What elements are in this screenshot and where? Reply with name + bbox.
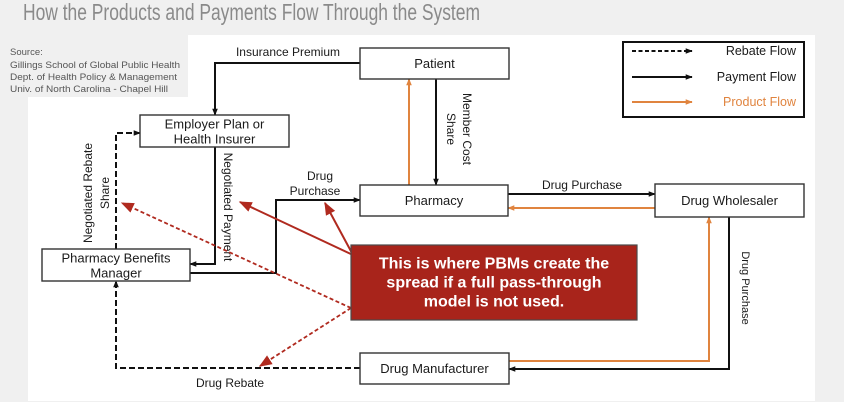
wholesaler-box — [654, 183, 805, 218]
patient-box — [359, 47, 510, 80]
label-wholesaler-drug-purchase: Drug Purchase — [739, 251, 751, 324]
node-employer-plan: Employer Plan or Health Insurer — [139, 114, 290, 148]
label-pbm-drug: Drug — [307, 169, 333, 183]
label-pharmacy-drug-purchase: Drug Purchase — [542, 178, 622, 192]
wholesaler-label: Drug Wholesaler — [681, 193, 778, 208]
legend-payment-label: Payment Flow — [717, 70, 797, 84]
callout-arrow-rebate-share — [120, 202, 352, 309]
pharmacy-label: Pharmacy — [405, 193, 464, 208]
label-insurance-premium: Insurance Premium — [236, 45, 340, 59]
pbm-box — [41, 248, 191, 282]
pbm-label-line: Manager — [90, 266, 142, 281]
node-drug-manufacturer: Drug Manufacturer — [359, 352, 510, 385]
source-line: Gillings School of Global Public Health — [10, 60, 180, 71]
node-pharmacy: Pharmacy — [359, 184, 509, 217]
pbm-label-line: Pharmacy Benefits — [61, 251, 171, 266]
source-citation: Source: Gillings School of Global Public… — [10, 47, 180, 95]
manufacturer-label: Drug Manufacturer — [380, 361, 489, 376]
patient-label: Patient — [414, 56, 455, 71]
label-negotiated-payment: Negotiated Payment — [221, 153, 235, 262]
node-drug-wholesaler: Drug Wholesaler — [654, 183, 805, 218]
pharmacy-box — [359, 184, 509, 217]
label-rebate-share: Share — [98, 177, 112, 209]
label-negotiated-rebate: Negotiated Rebate — [81, 143, 95, 243]
edge-insurance-premium — [212, 62, 360, 116]
label-member-share: Share — [444, 113, 458, 145]
edge-wholesaler-drug-purchase — [508, 217, 730, 372]
legend-rebate-label: Rebate Flow — [726, 44, 797, 58]
callout-line: spread if a full pass-through — [386, 275, 601, 292]
callout-line: model is not used. — [424, 294, 564, 311]
source-line: Univ. of North Carolina - Chapel Hill — [10, 84, 168, 95]
callout-arrow-drug-purchase — [324, 201, 354, 256]
edge-negotiated-rebate-share — [115, 130, 141, 249]
spread-callout: This is where PBMs create the spread if … — [350, 244, 638, 321]
legend-product-label: Product Flow — [723, 95, 797, 109]
label-drug-rebate: Drug Rebate — [196, 376, 264, 390]
page-title: How the Products and Payments Flow Throu… — [23, 0, 480, 25]
manufacturer-box — [359, 352, 510, 385]
label-pbm-purchase: Purchase — [290, 184, 341, 198]
legend-frame — [622, 41, 805, 118]
edge-negotiated-payment — [189, 147, 216, 267]
employer-label-line: Employer Plan or — [165, 117, 265, 132]
node-pbm: Pharmacy Benefits Manager — [41, 248, 191, 282]
label-member-cost: Member Cost — [460, 93, 474, 166]
employer-box — [139, 114, 290, 148]
callout-arrow-drug-rebate — [258, 307, 352, 367]
callout-box — [350, 244, 638, 321]
edge-product-manufacturer-to-wholesaler — [509, 216, 712, 362]
callout-arrow-negotiated-payment — [238, 201, 354, 256]
legend: Rebate Flow Payment Flow Product Flow — [622, 41, 805, 118]
source-line: Source: — [10, 47, 43, 58]
node-patient: Patient — [359, 47, 510, 80]
source-panel — [0, 30, 188, 97]
source-line: Dept. of Health Policy & Management — [10, 72, 177, 83]
edge-pbm-drug-purchase — [190, 197, 361, 274]
employer-label-line: Health Insurer — [174, 132, 256, 147]
edge-drug-rebate — [113, 280, 360, 369]
callout-line: This is where PBMs create the — [379, 256, 609, 273]
